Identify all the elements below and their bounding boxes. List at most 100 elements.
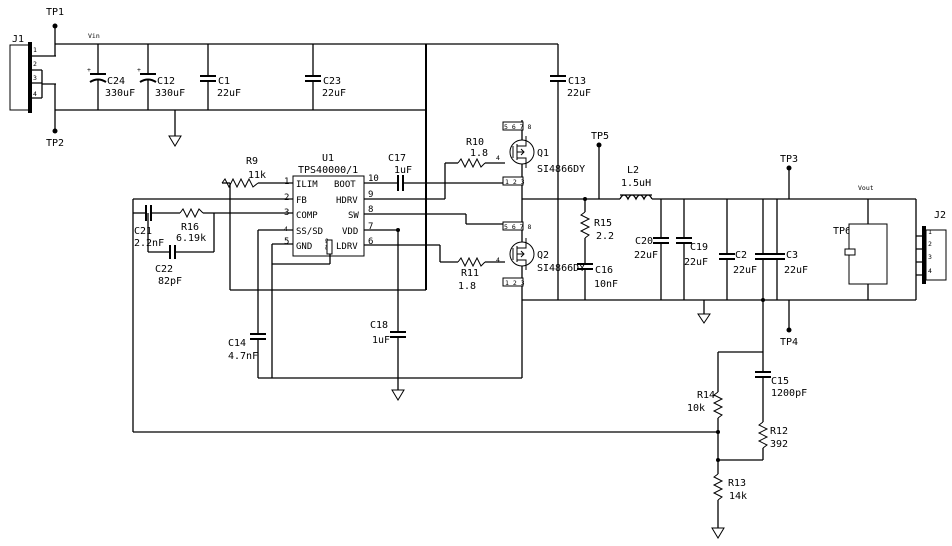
gnd-c18-symbol (391, 389, 405, 401)
q2-source-pins-box (502, 277, 524, 287)
tp6-contact (844, 248, 856, 256)
q1-gate-pin: 4 (496, 154, 500, 162)
c3-value: 22uF (784, 265, 808, 276)
j1-wires (32, 55, 56, 99)
vin-net-label: Vin (88, 32, 100, 40)
l2-value: 1.5uH (621, 178, 651, 189)
c21-value: 2.2nF (134, 238, 164, 249)
r12-ref: R12 (770, 426, 788, 437)
r15-value: 2.2 (596, 231, 614, 242)
r12-resistor (757, 421, 769, 449)
compensation-network: R9 11k C21 2.2nF R16 6.19k C22 82pF C14 … (132, 137, 718, 433)
u1-pin10-num: 10 (368, 174, 379, 184)
r10-value: 1.8 (470, 148, 488, 159)
u1-part: TPS40000/1 (298, 165, 358, 176)
r15-resistor (579, 211, 591, 239)
c22-value: 82pF (158, 276, 182, 287)
q2-ref: Q2 (537, 250, 549, 261)
r11-value: 1.8 (458, 281, 476, 292)
r12-value: 392 (770, 439, 788, 450)
q1-source-pins-box (502, 176, 524, 186)
u1-pad (326, 239, 333, 255)
c12-plate-bottom (139, 78, 157, 83)
l2-ref: L2 (627, 165, 639, 176)
r9-ref: R9 (246, 156, 258, 167)
c22-ref: C22 (155, 264, 173, 275)
c12-ref: C12 (157, 76, 175, 87)
j2-pin1: 1 (928, 228, 932, 236)
u1-pin7-num: 7 (368, 222, 373, 232)
q2-drain-pins-box (502, 221, 524, 231)
r14-resistor (712, 391, 724, 419)
c3-ref: C3 (786, 250, 798, 261)
u1-pin6-num: 6 (368, 237, 373, 247)
c2-ref: C2 (735, 250, 747, 261)
c18-ref: C18 (370, 320, 388, 331)
u1-pin2-name: FB (296, 196, 307, 206)
j1-pin3: 3 (33, 74, 37, 82)
c19-value: 22uF (684, 257, 708, 268)
q1-symbol (512, 136, 527, 168)
c1-ref: C1 (218, 76, 230, 87)
q2-symbol (512, 238, 527, 270)
c21-ref: C21 (134, 226, 152, 237)
j1-pin2: 2 (33, 60, 37, 68)
gnd-output-symbol (697, 313, 711, 324)
r9-value: 11k (248, 170, 266, 181)
input-section: J1 1 2 3 4 TP1 TP2 Vin + C24 330uF + C12 (9, 7, 591, 300)
c18-value: 1uF (372, 335, 390, 346)
junction-vdd (396, 228, 400, 232)
c17-ref: C17 (388, 153, 406, 164)
junction-out-gnd (761, 298, 765, 302)
c24-value: 330uF (105, 88, 135, 99)
c15-ref: C15 (771, 376, 789, 387)
c2-value: 22uF (733, 265, 757, 276)
j2-pin3: 3 (928, 253, 932, 261)
tp2-label: TP2 (46, 138, 64, 149)
j1-pin4: 4 (33, 90, 37, 98)
q2-drain-pins: 5 6 7 8 (504, 223, 531, 231)
u1-ref: U1 (322, 153, 334, 164)
l2-inductor (619, 194, 653, 201)
feedback-divider: R14 10k C15 1200pF R12 392 R13 14k (687, 300, 807, 539)
r11-ref: R11 (461, 268, 479, 279)
junction-dots (396, 197, 765, 462)
u1-pin6-name: LDRV (336, 242, 358, 252)
j2-wires (916, 235, 922, 276)
r16-ref: R16 (181, 222, 199, 233)
u1-pin5-name: GND (296, 242, 312, 252)
u1-pin5-num: 5 (284, 237, 289, 247)
c20-value: 22uF (634, 250, 658, 261)
r11-resistor (457, 256, 486, 268)
q1-drain-pins: 5 6 7 8 (504, 123, 531, 131)
tp3-label: TP3 (780, 154, 798, 165)
connector-j2-inner (922, 226, 926, 284)
q1-ref: Q1 (537, 148, 549, 159)
r14-value: 10k (687, 403, 705, 414)
c13-value: 22uF (567, 88, 591, 99)
j1-pin1: 1 (33, 46, 37, 54)
c17-value: 1uF (394, 165, 412, 176)
c14-value: 4.7nF (228, 351, 258, 362)
junction-fb-mid (716, 458, 720, 462)
vout-net-label: Vout (858, 184, 874, 192)
c24-polarity: + (87, 66, 91, 74)
r14-ref: R14 (697, 390, 715, 401)
tp4-dot (786, 327, 792, 333)
gnd-fb-symbol (711, 527, 725, 539)
c19-ref: C19 (690, 242, 708, 253)
r10-resistor (457, 157, 486, 169)
c24-ref: C24 (107, 76, 125, 87)
q1-part: SI4866DY (537, 164, 585, 175)
c13-ref: C13 (568, 76, 586, 87)
c1-value: 22uF (217, 88, 241, 99)
c16-value: 10nF (594, 279, 618, 290)
q2-part: SI4866DY (537, 263, 585, 274)
connector-j1-label: J1 (12, 34, 24, 45)
u1-pin9-name: HDRV (336, 196, 358, 206)
junction-sw (583, 197, 587, 201)
tp5-label: TP5 (591, 131, 609, 142)
c16-ref: C16 (595, 265, 613, 276)
c14-ref: C14 (228, 338, 246, 349)
